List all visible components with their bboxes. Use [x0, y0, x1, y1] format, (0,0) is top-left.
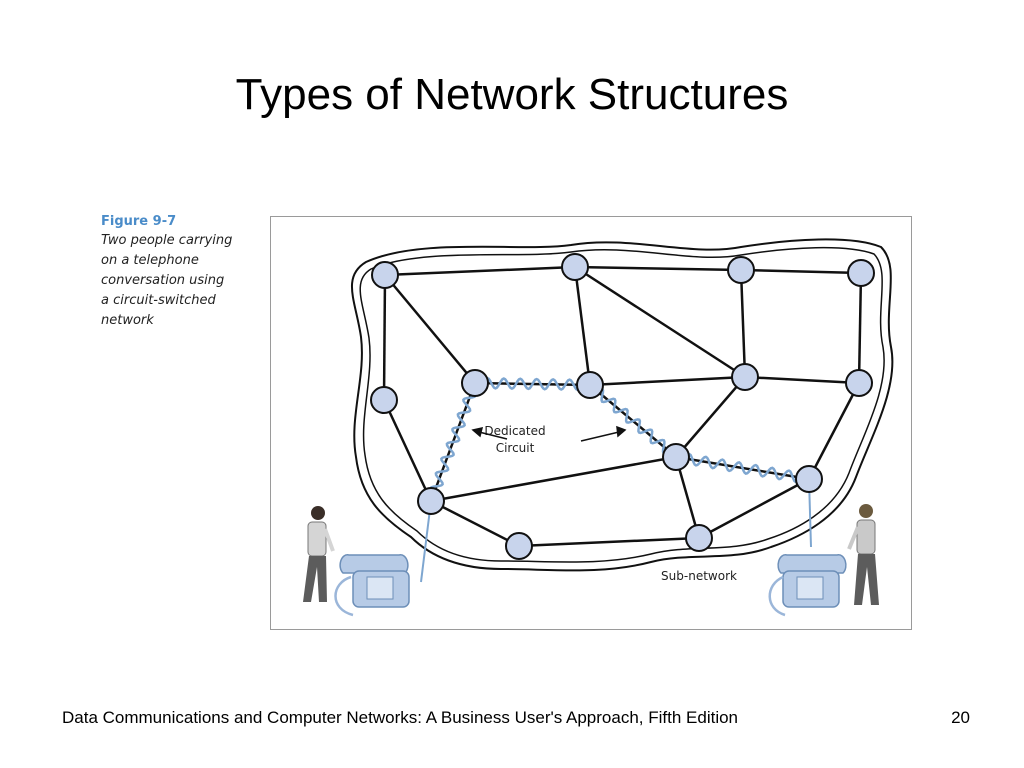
- dedicated-circuit-label: Dedicated: [484, 424, 545, 438]
- network-link: [518, 536, 700, 548]
- arrow-right-head: [616, 425, 627, 438]
- network-link: [382, 274, 387, 401]
- circuit-segment: [473, 376, 592, 392]
- dedicated-circuit-label: Circuit: [496, 441, 535, 455]
- person-right-icon: [847, 504, 879, 605]
- network-link: [807, 382, 861, 480]
- caption-line: a circuit-switched: [101, 293, 216, 308]
- network-link: [857, 272, 863, 384]
- telephone-right-icon: [768, 554, 847, 617]
- caption-line: network: [101, 313, 154, 328]
- circuit-switched-network-figure: Dedicated Circuit Sub-network: [270, 216, 912, 630]
- network-link: [674, 456, 701, 539]
- network-node: [461, 369, 489, 397]
- network-links: [382, 265, 863, 548]
- network-link: [430, 499, 520, 548]
- arrow-left: [478, 431, 508, 440]
- network-link: [382, 399, 433, 502]
- caption-line: on a telephone: [101, 253, 199, 268]
- dedicated-circuit-arrows: [471, 425, 627, 442]
- network-link: [430, 455, 677, 503]
- circuit-segment: [588, 384, 678, 458]
- network-link: [574, 265, 742, 272]
- arrow-left-head: [471, 427, 484, 438]
- network-node: [662, 443, 690, 471]
- network-link: [739, 269, 747, 378]
- figure-label: Figure 9-7: [101, 214, 177, 229]
- network-node: [845, 369, 873, 397]
- subnetwork-cloud-inner: [359, 246, 885, 563]
- figure-caption: Figure 9-7 Two people carrying on a tele…: [101, 214, 271, 331]
- network-node: [371, 261, 399, 289]
- slide-title: Types of Network Structures: [235, 70, 789, 119]
- network-link: [675, 376, 746, 458]
- network-node: [370, 386, 398, 414]
- network-link: [589, 375, 746, 387]
- network-node: [417, 487, 445, 515]
- network-diagram: Dedicated Circuit Sub-network: [303, 238, 894, 617]
- network-link: [384, 274, 476, 384]
- circuit-segment: [674, 452, 811, 484]
- dedicated-circuit-path: [429, 376, 811, 503]
- network-node: [685, 524, 713, 552]
- network-link: [573, 266, 592, 386]
- network-node: [727, 256, 755, 284]
- caption-line: Two people carrying: [101, 233, 233, 248]
- network-node: [731, 363, 759, 391]
- network-nodes: [370, 253, 875, 560]
- network-node: [847, 259, 875, 287]
- network-link: [574, 265, 746, 379]
- caption-line: conversation using: [101, 273, 225, 288]
- circuit-segment: [429, 381, 477, 503]
- subnetwork-cloud: [351, 238, 894, 572]
- network-link: [384, 265, 576, 277]
- network-link: [744, 375, 860, 385]
- network-node: [561, 253, 589, 281]
- network-node: [576, 371, 604, 399]
- network-link: [740, 268, 862, 275]
- page-number: 20: [951, 708, 970, 727]
- arrow-right: [580, 431, 620, 442]
- slide-footer: Data Communications and Computer Network…: [62, 708, 738, 727]
- subnetwork-label: Sub-network: [661, 569, 737, 583]
- telephone-left-icon: [334, 554, 410, 617]
- network-node: [505, 532, 533, 560]
- network-link: [698, 477, 810, 540]
- network-node: [795, 465, 823, 493]
- person-left-icon: [303, 506, 335, 602]
